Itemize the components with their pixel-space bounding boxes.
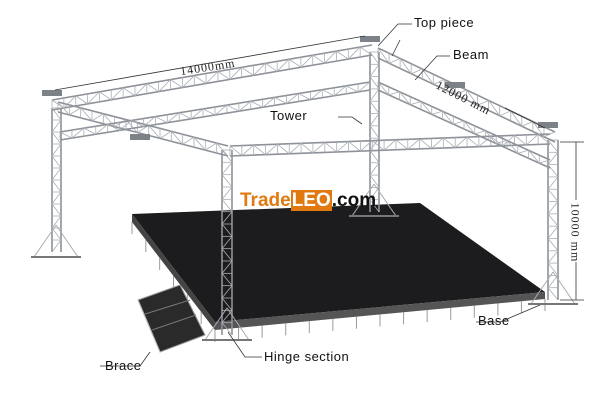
label-brace: Brace: [105, 358, 142, 373]
stage-front-skirt: [215, 292, 545, 330]
top-piece: [360, 36, 380, 42]
tower-front-right: [547, 139, 559, 301]
top-piece: [42, 90, 62, 96]
top-piece: [445, 82, 465, 88]
stairs: [137, 284, 206, 353]
beam-right: [377, 47, 556, 143]
beam-front: [229, 133, 551, 157]
tower-base: [349, 183, 399, 217]
logo-part: .com: [331, 190, 377, 211]
label-base: Base: [478, 313, 510, 328]
leader-lines: [54, 23, 584, 367]
tower-front-left: [221, 149, 233, 336]
top-piece: [538, 122, 558, 128]
label-tower: Tower: [270, 108, 308, 123]
lower-beam-right: [377, 81, 551, 169]
watermark-logo: TradeLEO.com: [240, 190, 376, 212]
dimension-height: 10000 mm: [568, 202, 583, 263]
tower-base: [202, 307, 252, 341]
top-piece: [130, 134, 150, 140]
tower-base: [31, 224, 81, 258]
truss-structure: [31, 36, 578, 341]
lower-beam-back: [59, 81, 371, 141]
stage-deck: [132, 203, 545, 322]
label-top-piece: Top piece: [414, 15, 475, 30]
stage-side-skirt: [132, 214, 215, 330]
label-hinge-section: Hinge section: [264, 349, 350, 364]
tower-base: [528, 271, 578, 305]
label-beam: Beam: [453, 47, 489, 62]
logo-part: LEO: [290, 190, 332, 211]
logo-part: Trade: [240, 190, 291, 211]
stage-legs: [131, 222, 546, 342]
beam-back: [51, 44, 373, 111]
